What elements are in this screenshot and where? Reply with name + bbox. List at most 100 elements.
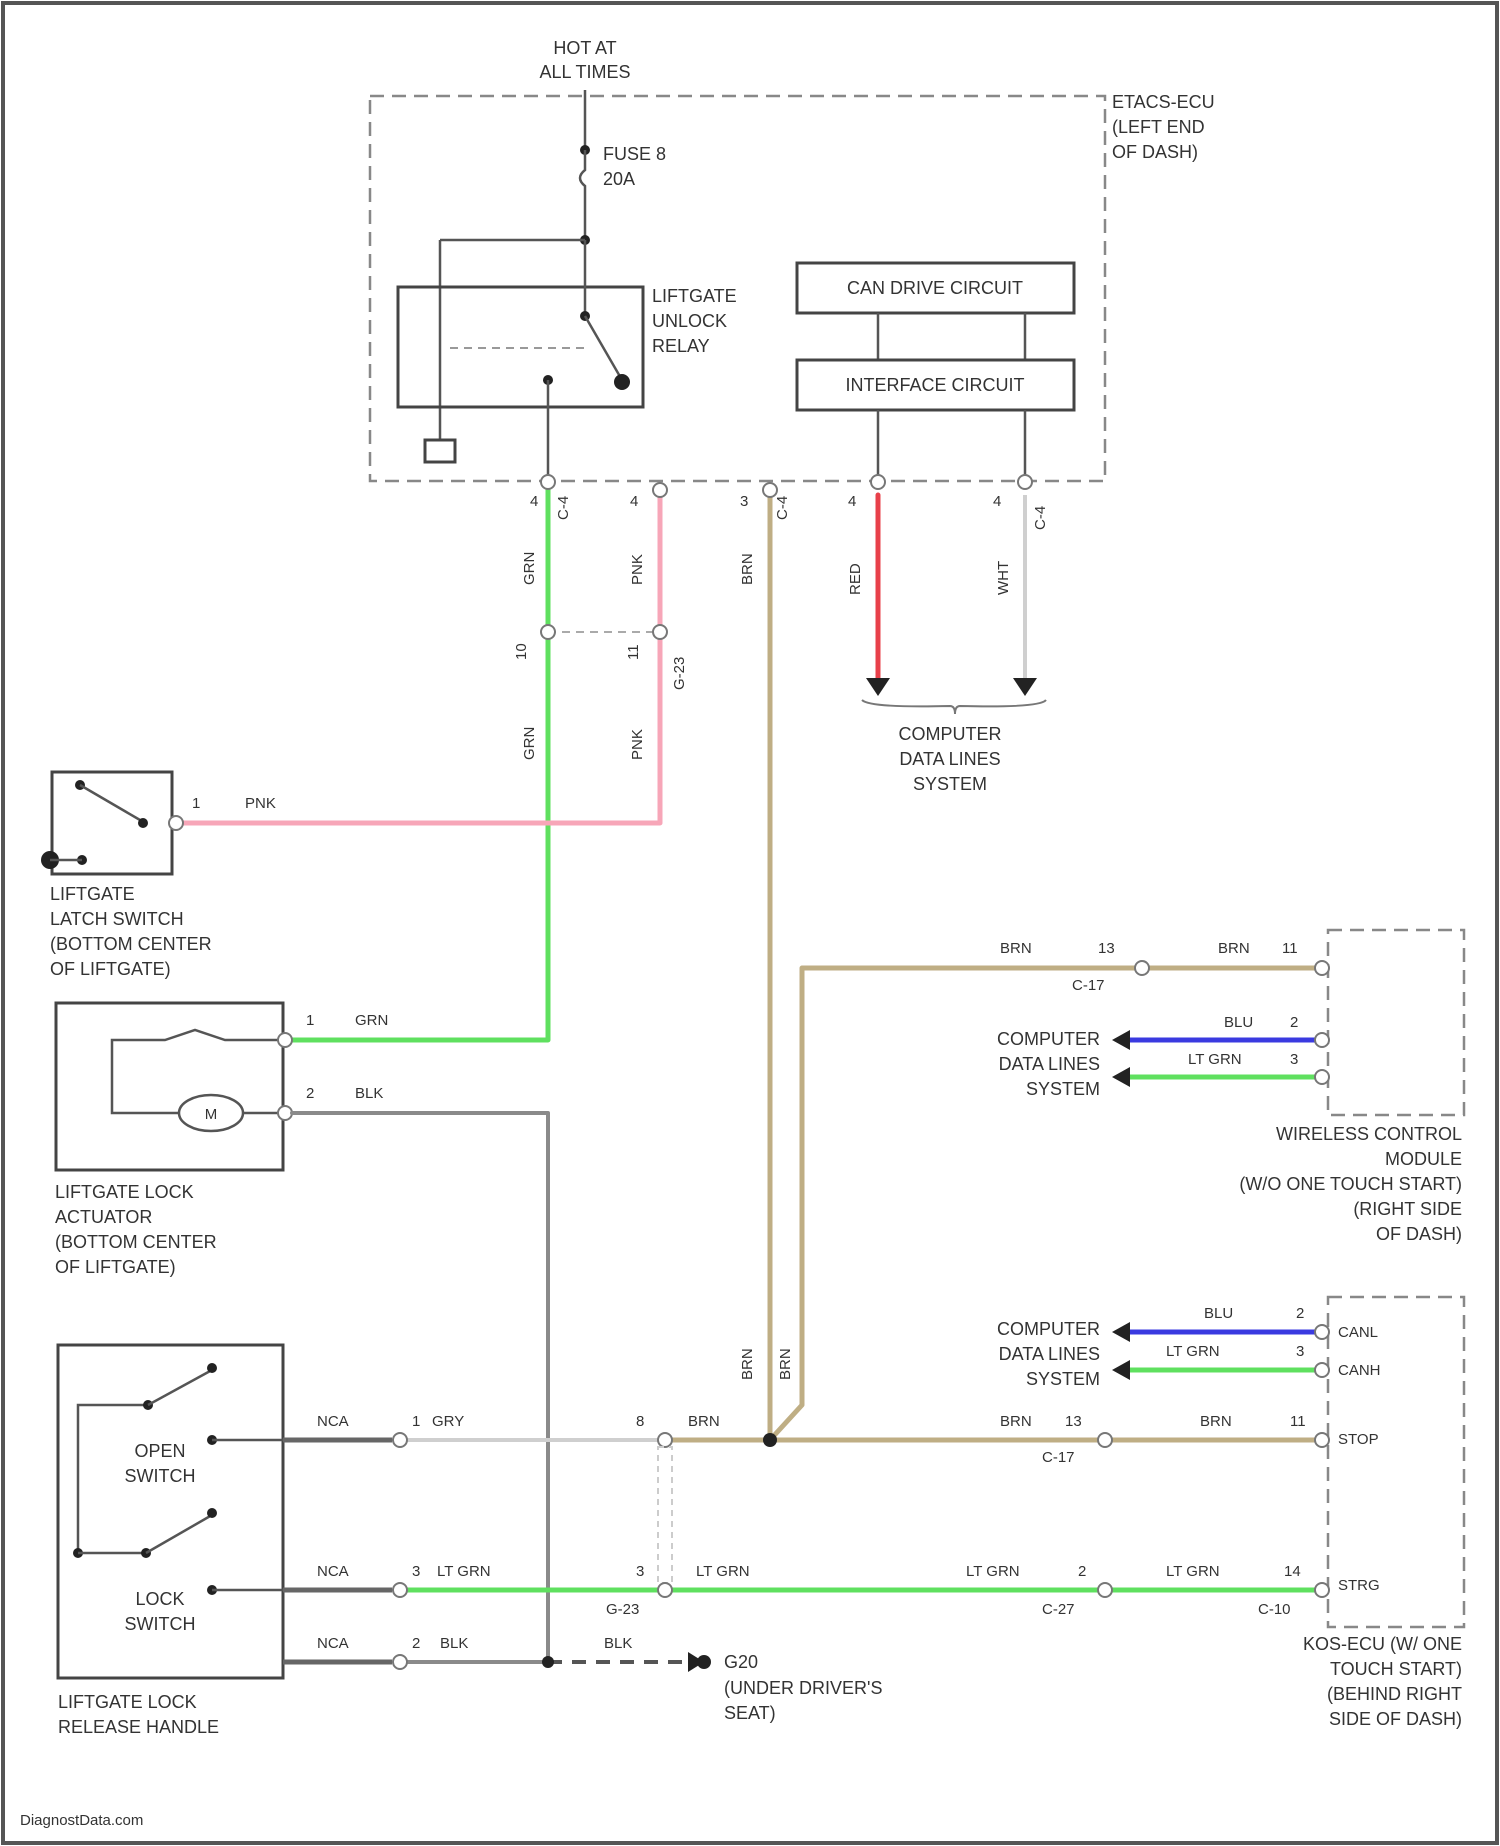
kos-conn: C-17: [1042, 1449, 1075, 1466]
latch-switch-terminal: [169, 816, 183, 830]
g23-upper-terminal-pnk: [653, 625, 667, 639]
arrow-wht-down-icon: [1013, 678, 1037, 696]
latch-switch-label-2: LATCH SWITCH: [50, 909, 184, 929]
wcm-label-2: MODULE: [1385, 1149, 1462, 1169]
kos-label-3: (BEHIND RIGHT: [1327, 1684, 1462, 1704]
arrow-blu-kos-icon: [1112, 1322, 1130, 1342]
kos-cdl-1: COMPUTER: [997, 1319, 1100, 1339]
actuator-terminal-1: [278, 1033, 292, 1047]
wcm-pin-3: 3: [1290, 1051, 1298, 1068]
lock-actuator-box: [56, 1003, 283, 1170]
kos-label: KOS-ECU (W/ ONE: [1303, 1634, 1462, 1654]
arrow-red-down-icon: [866, 678, 890, 696]
lock-switch-contact: [207, 1508, 217, 1518]
kos-ltgrn-c27: LT GRN: [966, 1563, 1020, 1580]
kos-brn-left: BRN: [1000, 1413, 1032, 1430]
lock-switch-icon: [146, 1515, 212, 1553]
vertical-brn-label-1: BRN: [739, 1348, 756, 1380]
row1-far-wire: BRN: [688, 1413, 720, 1430]
terminal-etacs-grn: [541, 475, 555, 489]
kos-pin-11: 11: [1290, 1413, 1306, 1430]
relay-switch-icon: [585, 316, 622, 380]
kos-label-2: TOUCH START): [1330, 1659, 1462, 1679]
row2-wire: LT GRN: [437, 1563, 491, 1580]
kos-conn-c10: C-10: [1258, 1601, 1291, 1618]
etacs-ecu-label: ETACS-ECU: [1112, 92, 1215, 112]
kos-brn-right: BRN: [1200, 1413, 1232, 1430]
kos-cdl-3: SYSTEM: [1026, 1369, 1100, 1389]
terminal-etacs-brn: [763, 483, 777, 497]
lock-actuator-label-3: (BOTTOM CENTER: [55, 1232, 217, 1252]
wire-label-grn-upper: GRN: [521, 552, 538, 585]
etacs-pin-wht: 4: [993, 493, 1001, 510]
ground-id: G20: [724, 1652, 758, 1672]
terminal-row1-c17: [1098, 1433, 1112, 1447]
watermark: DiagnostData.com: [20, 1812, 143, 1829]
terminal-row1-8: [658, 1433, 672, 1447]
kos-ltgrn-c10: LT GRN: [1166, 1563, 1220, 1580]
terminal-etacs-red: [871, 475, 885, 489]
relay-label-3: RELAY: [652, 336, 710, 356]
kos-cdl-2: DATA LINES: [999, 1344, 1100, 1364]
ground-g20-icon: [697, 1655, 711, 1669]
etacs-ecu-location: (LEFT END: [1112, 117, 1205, 137]
row2-pin: 3: [412, 1563, 420, 1580]
wcm-label-3: (W/O ONE TOUCH START): [1239, 1174, 1462, 1194]
ground-label-2: SEAT): [724, 1703, 776, 1723]
actuator-terminal-2: [278, 1106, 292, 1120]
row1-pin: 1: [412, 1413, 420, 1430]
motor-label: M: [205, 1106, 218, 1123]
cdl-top-2: DATA LINES: [899, 749, 1000, 769]
kos-canh: CANH: [1338, 1362, 1381, 1379]
g23-lower-outline: [658, 1447, 672, 1583]
kos-pin-3: 3: [1296, 1343, 1304, 1360]
etacs-conn-brn: C-4: [774, 496, 791, 520]
g23-upper-pin-10: 10: [513, 643, 530, 660]
actuator-pin-1: 1: [306, 1012, 314, 1029]
wcm-conn: C-17: [1072, 977, 1105, 994]
latch-switch-box: [52, 772, 172, 874]
terminal-row1-handle: [393, 1433, 407, 1447]
actuator-wire-2: BLK: [355, 1085, 383, 1102]
wcm-c17-terminal: [1135, 961, 1149, 975]
interface-circuit-label: INTERFACE CIRCUIT: [845, 375, 1024, 395]
ground-label: (UNDER DRIVER'S: [724, 1678, 882, 1698]
kos-pin-c10: 14: [1284, 1563, 1301, 1580]
etacs-conn-wht: C-4: [1032, 506, 1049, 530]
wire-pnk: [176, 490, 660, 823]
lock-actuator-label: LIFTGATE LOCK: [55, 1182, 194, 1202]
kos-canl: CANL: [1338, 1324, 1378, 1341]
release-handle-label-2: RELEASE HANDLE: [58, 1717, 219, 1737]
wire-label-grn-lower: GRN: [521, 727, 538, 760]
fuse-label: FUSE 8: [603, 144, 666, 164]
etacs-conn-grn: C-4: [555, 496, 572, 520]
arrow-ltgrn-kos-icon: [1112, 1360, 1130, 1380]
etacs-ecu-location-2: OF DASH): [1112, 142, 1198, 162]
wcm-pin-13: 13: [1098, 940, 1115, 957]
wcm-cdl-3: SYSTEM: [1026, 1079, 1100, 1099]
hot-at-label: HOT AT: [553, 38, 616, 58]
terminal-row2-strg: [1315, 1583, 1329, 1597]
diagram-frame: [3, 3, 1497, 1843]
wcm-terminal-2: [1315, 1033, 1329, 1047]
lock-actuator-label-4: OF LIFTGATE): [55, 1257, 176, 1277]
wcm-terminal-11: [1315, 961, 1329, 975]
row2-far-wire: LT GRN: [696, 1563, 750, 1580]
vertical-brn-label-2: BRN: [777, 1348, 794, 1380]
wcm-label-5: OF DASH): [1376, 1224, 1462, 1244]
relay-coil-ground: [425, 440, 455, 462]
wire-label-pnk-upper: PNK: [629, 554, 646, 585]
kos-pin-c27: 2: [1078, 1563, 1086, 1580]
wcm-brn-right: BRN: [1218, 940, 1250, 957]
nca-row2-label: NCA: [317, 1563, 349, 1580]
relay-contact-no: [614, 374, 630, 390]
etacs-pin-red: 4: [848, 493, 856, 510]
can-drive-circuit-label: CAN DRIVE CIRCUIT: [847, 278, 1023, 298]
latch-switch-label: LIFTGATE: [50, 884, 135, 904]
arrow-blu-wcm-icon: [1112, 1030, 1130, 1050]
wcm-brn-left: BRN: [1000, 940, 1032, 957]
fuse-rating: 20A: [603, 169, 635, 189]
latch-switch-icon: [80, 785, 140, 820]
g23-upper-pin-11: 11: [625, 644, 642, 660]
wire-label-pnk-lower: PNK: [629, 729, 646, 760]
